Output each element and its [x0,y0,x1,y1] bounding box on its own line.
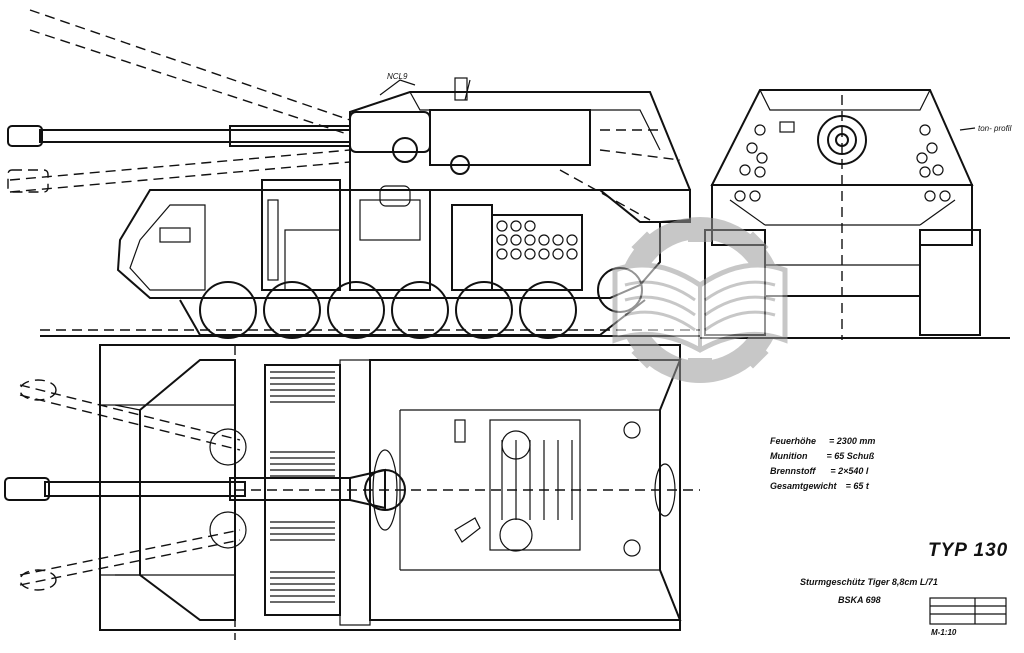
spec-label: Gesamtgewicht [770,481,837,491]
spec-value: = 65 Schuß [826,451,875,461]
specifications-block: Feuerhöhe = 2300 mm Munition = 65 Schuß … [770,434,875,494]
sheet-mark: M-1:10 [931,628,957,637]
side-ammo-rack [491,214,583,291]
top-ammo-stowage [489,419,581,552]
spec-row: Feuerhöhe = 2300 mm [770,434,875,449]
drawing-type-title: TYP 130 [928,540,1009,561]
top-hull-outline [99,344,681,631]
spec-row: Munition = 65 Schuß [770,449,875,464]
spec-row: Brennstoff = 2×540 l [770,464,875,479]
spec-value: = 2300 mm [829,436,876,446]
top-view [4,344,700,640]
side-hull [116,189,691,299]
side-view [7,9,700,339]
open-book-watermark-icon [612,262,788,353]
spec-label: Brennstoff [770,466,816,476]
spec-value: = 65 t [845,481,869,491]
side-view-callout: NCL9 [387,72,408,81]
drawing-code: BSKA 698 [838,595,881,605]
front-view-callout: ton- profil [978,124,1012,133]
spec-label: Munition [770,451,808,461]
side-gun-barrel [39,129,351,143]
spec-value: = 2×540 l [830,466,869,476]
spec-row: Gesamtgewicht = 65 t [770,479,875,494]
front-gun-mantlet [817,115,867,165]
side-road-wheels [179,267,646,339]
top-gun-barrel [44,481,246,497]
title-block-box [929,597,1007,625]
spec-label: Feuerhöhe [770,436,817,446]
drawing-designation: Sturmgeschütz Tiger 8,8cm L/71 [800,577,938,587]
watermark [612,217,788,383]
